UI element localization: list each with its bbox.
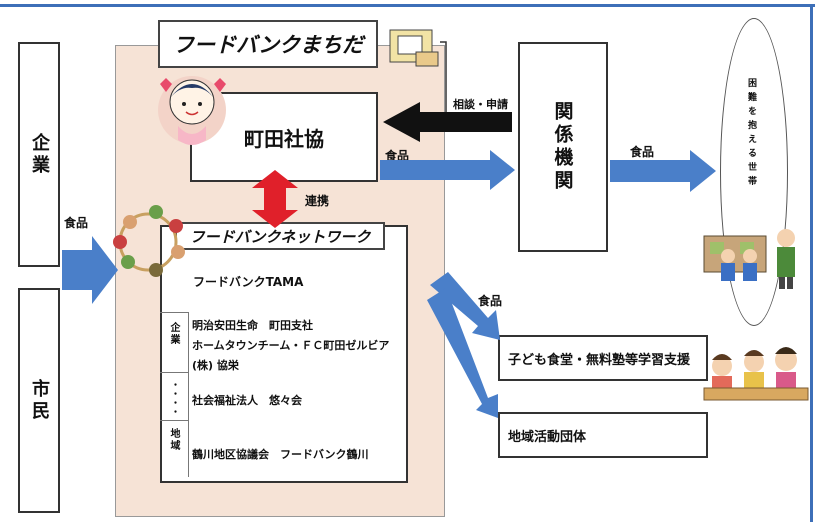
- side-divider-1: [160, 312, 188, 313]
- title-bracket: [440, 41, 447, 112]
- network-people-ring: [113, 205, 185, 277]
- food-box-icon: [389, 29, 439, 67]
- food-arrow-left: [62, 236, 118, 304]
- child-illustration: [158, 76, 226, 145]
- food-label-left: 食品: [64, 216, 89, 230]
- family-illustration: [703, 229, 795, 289]
- shafuku-text: 社会福祉法人 悠々会: [192, 394, 302, 407]
- chiiki-box: 地域活動団体: [498, 412, 708, 458]
- network-box: [160, 225, 408, 483]
- kodomo-label: 子ども食堂・無料塾等学習支援: [508, 352, 691, 368]
- network-side-column: [160, 312, 189, 477]
- kigyo-label: 企業: [29, 132, 50, 177]
- people-label: 困難を抱える世帯: [746, 78, 756, 190]
- food-arrow-to-kodomo: [430, 272, 500, 340]
- food-to-people-label: 食品: [630, 145, 655, 159]
- foodbank-title: フードバンクまちだ: [158, 20, 378, 68]
- network-title: フードバンクネットワーク: [175, 222, 385, 250]
- company-2: ホームタウンチーム・ＦＣ町田ゼルビア: [192, 339, 390, 352]
- company-1: 明治安田生命 町田支社: [192, 319, 313, 332]
- sodan-label: 相談・申請: [453, 98, 508, 111]
- frame-right-line: [810, 4, 813, 522]
- kodomo-box: 子ども食堂・無料塾等学習支援: [498, 335, 708, 381]
- food-arrow-to-people: [610, 150, 716, 192]
- kigyo-side-label: 企業: [168, 322, 179, 346]
- sodan-arrow: [383, 102, 512, 142]
- food-down-label: 食品: [478, 294, 503, 308]
- kikan-label: 関係機関: [551, 101, 574, 193]
- shimin-label: 市民: [29, 378, 50, 423]
- side-divider-2: [160, 372, 188, 373]
- renkei-label: 連携: [305, 194, 330, 208]
- chiiki-label: 地域活動団体: [508, 429, 587, 445]
- food-arrow-to-chiiki: [427, 288, 498, 418]
- side-divider-3: [160, 420, 188, 421]
- kigyo-box: 企業: [18, 42, 60, 267]
- shimin-box: 市民: [18, 288, 60, 513]
- kids-table-illustration: [703, 347, 809, 401]
- tsurukawa-text: 鶴川地区協議会 フードバンク鶴川: [192, 448, 369, 461]
- frame-top-line: [0, 4, 815, 7]
- food-arrow-to-kikan: [380, 150, 515, 190]
- company-3: (株) 協栄: [192, 359, 239, 372]
- food-to-kikan-label: 食品: [385, 149, 410, 163]
- shakyo-label: 町田社協: [244, 126, 324, 151]
- side-dots: ・・・・: [169, 380, 179, 416]
- tama-text: フードバンクTAMA: [193, 275, 304, 289]
- renkei-arrow: [252, 170, 298, 228]
- chiiki-side-label: 地域: [168, 428, 179, 452]
- kikan-box: 関係機関: [518, 42, 608, 252]
